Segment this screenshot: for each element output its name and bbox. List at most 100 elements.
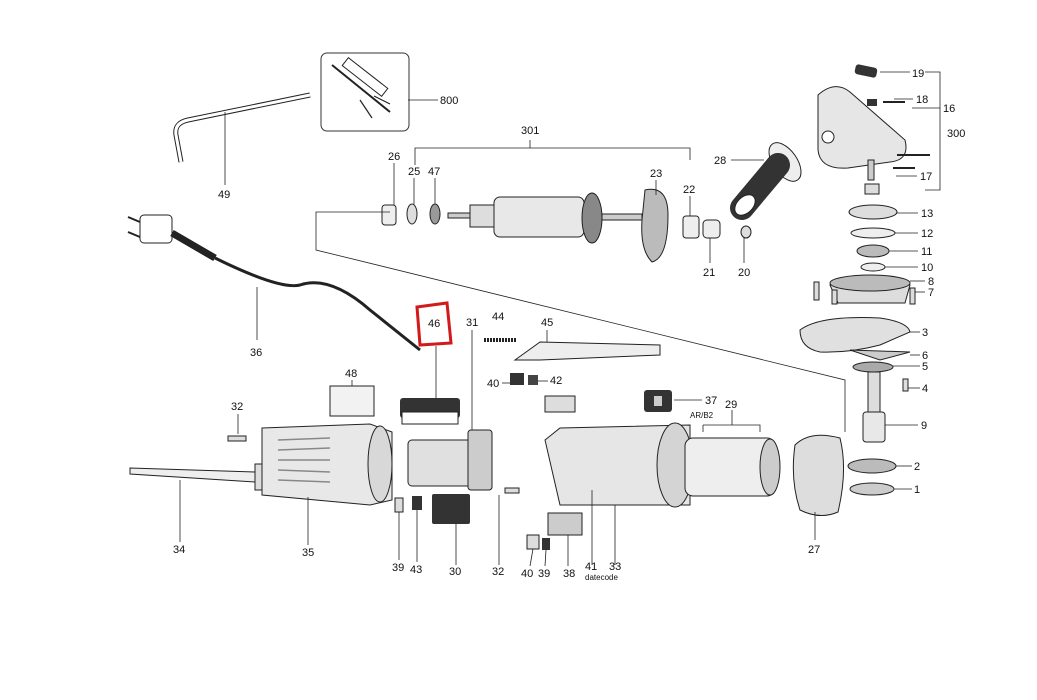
part-1-nut[interactable] bbox=[849, 482, 912, 496]
part-33-stator-housing[interactable] bbox=[544, 422, 781, 565]
part-40-brush-bottom[interactable] bbox=[526, 534, 540, 567]
label-49: 49 bbox=[218, 189, 230, 201]
part-armature[interactable] bbox=[447, 192, 643, 244]
label-2: 2 bbox=[914, 461, 920, 473]
label-10: 10 bbox=[921, 262, 933, 274]
part-47-washer[interactable] bbox=[429, 178, 441, 225]
label-40-bottom: 40 bbox=[521, 568, 533, 580]
part-22-bearing[interactable] bbox=[682, 196, 700, 239]
label-46: 46 bbox=[428, 318, 440, 330]
label-29: 29 bbox=[725, 399, 737, 411]
part-48-label[interactable] bbox=[329, 380, 375, 417]
part-28-side-handle[interactable] bbox=[730, 137, 808, 220]
part-3-guard[interactable] bbox=[799, 317, 920, 353]
label-301: 301 bbox=[521, 125, 539, 137]
part-32-screw-right[interactable] bbox=[498, 487, 520, 565]
label-44: 44 bbox=[492, 311, 504, 323]
part-36-cable-plug[interactable] bbox=[127, 214, 421, 352]
part-39-screw-bottom[interactable] bbox=[542, 538, 550, 567]
part-11-bearing[interactable] bbox=[856, 244, 918, 258]
label-41: 41 bbox=[585, 561, 597, 573]
label-3: 3 bbox=[922, 327, 928, 339]
part-switch-assembly[interactable] bbox=[407, 429, 493, 491]
label-300: 300 bbox=[947, 128, 965, 140]
label-ar-b2: AR/B2 bbox=[690, 411, 714, 420]
part-800-inset[interactable] bbox=[320, 52, 438, 132]
label-9: 9 bbox=[921, 420, 927, 432]
part-10-ring[interactable] bbox=[860, 262, 918, 272]
label-25: 25 bbox=[408, 166, 420, 178]
label-43: 43 bbox=[410, 564, 422, 576]
label-35: 35 bbox=[302, 547, 314, 559]
label-39-bottom: 39 bbox=[538, 568, 550, 580]
label-19: 19 bbox=[912, 68, 924, 80]
highlight-46 bbox=[415, 301, 453, 347]
part-20-nut[interactable] bbox=[740, 225, 752, 263]
label-23: 23 bbox=[650, 168, 662, 180]
part-27-cover[interactable] bbox=[792, 434, 845, 540]
label-16: 16 bbox=[943, 103, 955, 115]
label-33: 33 bbox=[609, 561, 621, 573]
label-47: 47 bbox=[428, 166, 440, 178]
part-300-clamp[interactable] bbox=[817, 64, 930, 195]
part-38-brush-holder[interactable] bbox=[547, 512, 583, 566]
part-39-screw-left[interactable] bbox=[394, 497, 404, 560]
label-39-left: 39 bbox=[392, 562, 404, 574]
label-datecode: datecode bbox=[585, 573, 618, 582]
label-37: 37 bbox=[705, 395, 717, 407]
label-40-top: 40 bbox=[487, 378, 499, 390]
label-30: 30 bbox=[449, 566, 461, 578]
part-7-screws[interactable] bbox=[813, 281, 925, 305]
part-8-gear-head[interactable] bbox=[829, 274, 925, 304]
part-4-screw[interactable] bbox=[902, 378, 920, 392]
part-5-flange[interactable] bbox=[852, 361, 920, 373]
label-28: 28 bbox=[714, 155, 726, 167]
label-11: 11 bbox=[921, 246, 932, 258]
label-7: 7 bbox=[928, 287, 934, 299]
label-32-right: 32 bbox=[492, 566, 504, 578]
part-9-spindle[interactable] bbox=[862, 371, 918, 443]
part-13-flange[interactable] bbox=[848, 204, 918, 220]
part-23-fan[interactable] bbox=[641, 180, 669, 263]
label-38: 38 bbox=[563, 568, 575, 580]
label-26: 26 bbox=[388, 151, 400, 163]
part-21-sleeve[interactable] bbox=[702, 219, 721, 263]
label-42: 42 bbox=[550, 375, 562, 387]
label-8: 8 bbox=[928, 276, 934, 288]
label-48: 48 bbox=[345, 368, 357, 380]
label-6: 6 bbox=[922, 350, 928, 362]
part-34-cable-sleeve[interactable] bbox=[129, 463, 264, 542]
label-800: 800 bbox=[440, 95, 458, 107]
label-5: 5 bbox=[922, 361, 928, 373]
part-6-washer[interactable] bbox=[849, 349, 920, 361]
part-32-screw-left[interactable] bbox=[227, 414, 247, 442]
part-30-switch[interactable] bbox=[432, 494, 470, 565]
label-22: 22 bbox=[683, 184, 695, 196]
part-26-bearing[interactable] bbox=[381, 163, 397, 226]
label-17: 17 bbox=[920, 171, 932, 183]
label-32-left: 32 bbox=[231, 401, 243, 413]
part-25-ring[interactable] bbox=[406, 178, 418, 225]
part-46-switch[interactable] bbox=[400, 398, 460, 425]
label-18: 18 bbox=[916, 94, 928, 106]
label-1: 1 bbox=[914, 484, 920, 496]
part-2-flange[interactable] bbox=[847, 458, 912, 474]
part-43-clip[interactable] bbox=[412, 496, 422, 562]
label-12: 12 bbox=[921, 228, 933, 240]
label-31: 31 bbox=[466, 317, 478, 329]
part-brush-holder[interactable] bbox=[544, 395, 576, 413]
part-37-switch-button[interactable] bbox=[644, 390, 702, 412]
part-49-hex-key[interactable] bbox=[173, 92, 311, 185]
part-12-washer[interactable] bbox=[850, 227, 918, 239]
part-42-clip[interactable] bbox=[528, 375, 538, 385]
part-40-brush-top[interactable] bbox=[510, 373, 524, 385]
label-27: 27 bbox=[808, 544, 820, 556]
label-20: 20 bbox=[738, 267, 750, 279]
label-21: 21 bbox=[703, 267, 715, 279]
label-36: 36 bbox=[250, 347, 262, 359]
label-13: 13 bbox=[921, 208, 933, 220]
part-45-switch-rod[interactable] bbox=[513, 330, 661, 361]
label-4: 4 bbox=[922, 383, 928, 395]
part-35-motor-housing[interactable] bbox=[261, 423, 393, 545]
